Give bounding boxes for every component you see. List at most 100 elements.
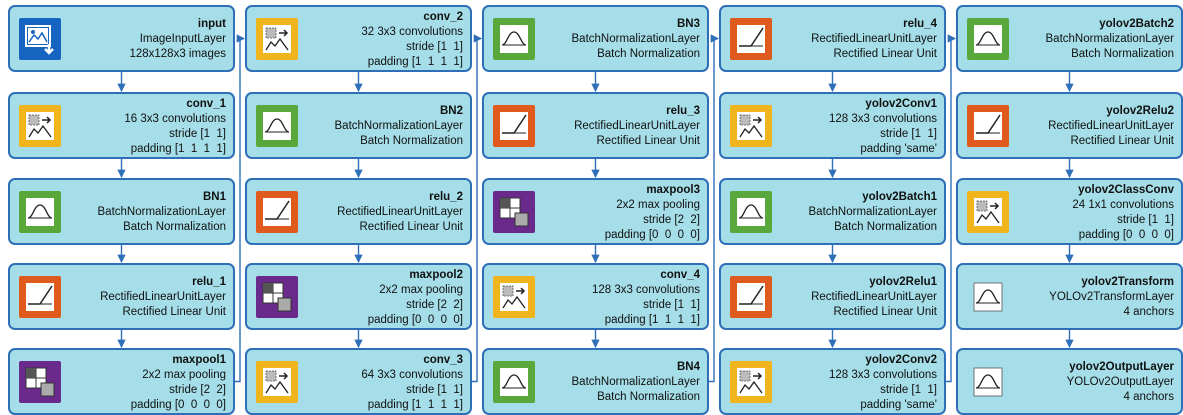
layer-detail: BatchNormalizationLayer xyxy=(97,206,226,218)
relu-icon xyxy=(19,275,61,318)
column-link-arrow xyxy=(472,34,483,383)
relu-icon xyxy=(967,104,1009,147)
maxpool-icon xyxy=(19,360,61,403)
layer-detail: stride [1 1] xyxy=(880,384,937,396)
layer-detail: 128 3x3 convolutions xyxy=(828,113,937,125)
relu-icon xyxy=(256,190,298,233)
layer-name: conv_4 xyxy=(660,269,700,281)
layer-detail: YOLOv2TransformLayer xyxy=(1049,291,1174,303)
relu-icon xyxy=(730,17,772,60)
layer-name: maxpool2 xyxy=(409,269,463,281)
layer-detail: Batch Normalization xyxy=(597,48,700,60)
layer-detail: 16 3x3 convolutions xyxy=(124,113,226,125)
batchnorm-icon xyxy=(967,17,1009,60)
layer-detail: ImageInputLayer xyxy=(139,33,226,45)
layer-detail: 128 3x3 convolutions xyxy=(828,369,937,381)
layer-detail: Rectified Linear Unit xyxy=(596,135,700,147)
conv-icon xyxy=(493,275,535,318)
layer-detail: 2x2 max pooling xyxy=(142,369,226,381)
layer-name: conv_2 xyxy=(423,11,463,23)
layer-name: conv_1 xyxy=(186,98,226,110)
layer-detail: padding [0 0 0 0] xyxy=(604,229,700,241)
layer-detail: stride [2 2] xyxy=(169,384,226,396)
layer-detail: RectifiedLinearUnitLayer xyxy=(811,291,937,303)
layer-detail: padding [0 0 0 0] xyxy=(367,314,463,326)
layer-name: relu_2 xyxy=(429,191,463,203)
layer-detail: 24 1x1 convolutions xyxy=(1072,199,1174,211)
layer-name: yolov2Transform xyxy=(1081,276,1174,288)
layer-detail: Rectified Linear Unit xyxy=(833,306,937,318)
layer-detail: padding [1 1 1 1] xyxy=(604,314,700,326)
layer-name: yolov2Batch1 xyxy=(862,191,937,203)
transform-icon xyxy=(967,275,1009,318)
layer-name: BN1 xyxy=(202,191,226,203)
layer-detail: Batch Normalization xyxy=(1071,48,1174,60)
layer-detail: BatchNormalizationLayer xyxy=(571,33,700,45)
layer-name: BN2 xyxy=(439,105,463,117)
layer-name: yolov2Batch2 xyxy=(1099,18,1174,30)
layer-detail: 128 3x3 convolutions xyxy=(591,284,700,296)
layer-name: BN3 xyxy=(676,18,700,30)
batchnorm-icon xyxy=(730,190,772,233)
layer-name: relu_4 xyxy=(903,18,937,30)
relu-icon xyxy=(493,104,535,147)
maxpool-icon xyxy=(256,275,298,318)
layer-detail: 32 3x3 convolutions xyxy=(361,26,463,38)
layer-detail: stride [2 2] xyxy=(406,299,463,311)
layer-name: relu_3 xyxy=(666,105,700,117)
layer-detail: 128x128x3 images xyxy=(129,48,226,60)
layer-name: relu_1 xyxy=(192,276,226,288)
layer-detail: padding 'same' xyxy=(860,143,937,155)
maxpool-icon xyxy=(493,190,535,233)
layer-name: yolov2OutputLayer xyxy=(1069,361,1174,373)
input-icon xyxy=(19,17,61,60)
layer-detail: stride [2 2] xyxy=(643,214,700,226)
layer-detail: YOLOv2OutputLayer xyxy=(1066,376,1174,388)
conv-icon xyxy=(730,104,772,147)
layer-detail: 4 anchors xyxy=(1123,306,1174,318)
layer-detail: Rectified Linear Unit xyxy=(833,48,937,60)
batchnorm-icon xyxy=(493,360,535,403)
